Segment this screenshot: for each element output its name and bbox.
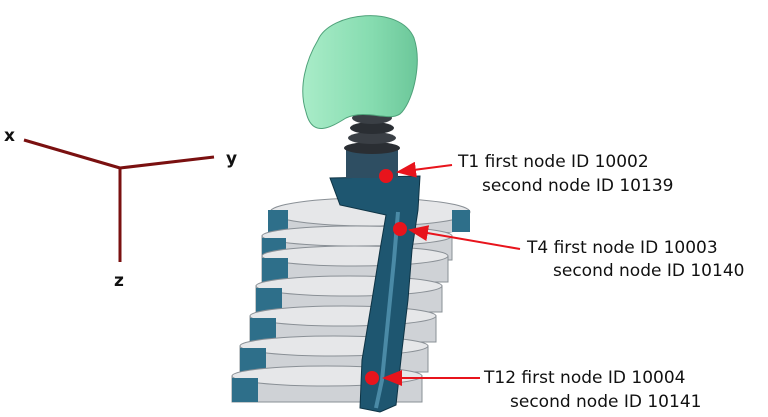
z-axis-label: z bbox=[114, 271, 124, 291]
t1-arrow bbox=[396, 161, 453, 178]
x-axis-line bbox=[23, 138, 121, 170]
t4-second-node-label: second node ID 10140 bbox=[553, 261, 744, 281]
t1-node-marker bbox=[379, 169, 393, 183]
t1-annotation: T1 first node ID 10002 second node ID 10… bbox=[457, 152, 673, 196]
t1-first-node-label: T1 first node ID 10002 bbox=[457, 152, 649, 172]
x-axis-label: x bbox=[4, 126, 15, 146]
coordinate-axes: x y z bbox=[4, 126, 237, 291]
y-axis-line bbox=[119, 155, 215, 170]
y-axis-label: y bbox=[226, 149, 237, 169]
spine-highlight bbox=[374, 211, 400, 409]
head bbox=[302, 15, 418, 129]
t12-annotation: T12 first node ID 10004 second node ID 1… bbox=[483, 368, 701, 412]
t4-node-marker bbox=[393, 222, 407, 236]
t4-annotation: T4 first node ID 10003 second node ID 10… bbox=[526, 238, 744, 281]
t12-second-node-label: second node ID 10141 bbox=[510, 392, 701, 412]
rib-4 bbox=[255, 275, 443, 313]
t1-second-node-label: second node ID 10139 bbox=[482, 176, 673, 196]
neck bbox=[344, 112, 400, 178]
dummy-model bbox=[231, 15, 471, 413]
rib-cage bbox=[231, 197, 471, 403]
t4-arrow bbox=[408, 225, 521, 250]
t4-first-node-label: T4 first node ID 10003 bbox=[526, 238, 718, 258]
t12-node-marker bbox=[365, 371, 379, 385]
t12-first-node-label: T12 first node ID 10004 bbox=[483, 368, 685, 388]
